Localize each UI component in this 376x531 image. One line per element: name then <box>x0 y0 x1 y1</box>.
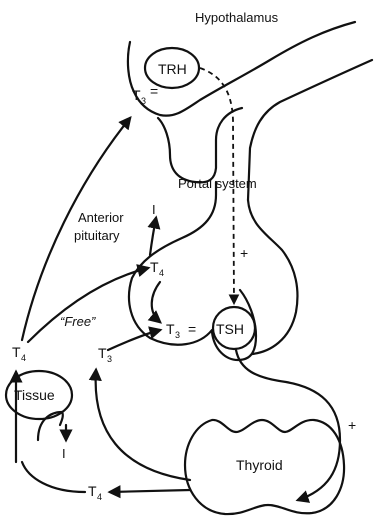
thyroid-label: Thyroid <box>236 457 283 473</box>
anterior-label: Anterior <box>78 210 124 225</box>
pathways <box>16 68 340 500</box>
tsh-label: TSH <box>216 321 244 337</box>
free-label: “Free” <box>60 314 96 329</box>
t4-bottom-sub: 4 <box>97 492 102 502</box>
t3-hypothalamus-eq: = <box>150 83 158 99</box>
t4-pituitary-t: T <box>150 259 159 275</box>
plus-tsh-sign: + <box>348 417 356 433</box>
t3-hypothalamus-sub: 3 <box>141 96 146 106</box>
iodide-tissue: I <box>62 446 66 461</box>
thyroid-t4-arrow <box>110 490 190 492</box>
t4-conversion-arrow <box>152 282 160 322</box>
t4-pituitary-sub: 4 <box>159 268 164 278</box>
free-t4-t: T <box>12 344 21 360</box>
tissue-loop <box>38 412 62 440</box>
hypothalamus-label: Hypothalamus <box>195 10 279 25</box>
t3-pituitary-eq: = <box>188 321 196 337</box>
t3-pituitary-t: T <box>166 321 175 337</box>
portal-system-label: Portal system <box>178 176 257 191</box>
thyroid-t3-arrow <box>96 370 190 480</box>
t3-pituitary-sub: 3 <box>175 330 180 340</box>
free-t3-t: T <box>98 345 107 361</box>
free-t4-sub: 4 <box>21 353 26 363</box>
t4-return-line <box>22 462 85 492</box>
t4-bottom-t: T <box>88 483 97 499</box>
free-t3-sub: 3 <box>107 354 112 364</box>
pituitary-label: pituitary <box>74 228 120 243</box>
iodide-pituitary: I <box>152 202 156 217</box>
plus-trh-sign: + <box>240 245 248 261</box>
tissue-label: Tissue <box>14 387 55 403</box>
t3-hypothalamus-t: T <box>132 87 141 103</box>
trh-label: TRH <box>158 61 187 77</box>
pituitary-iodide-arrow <box>150 218 156 255</box>
